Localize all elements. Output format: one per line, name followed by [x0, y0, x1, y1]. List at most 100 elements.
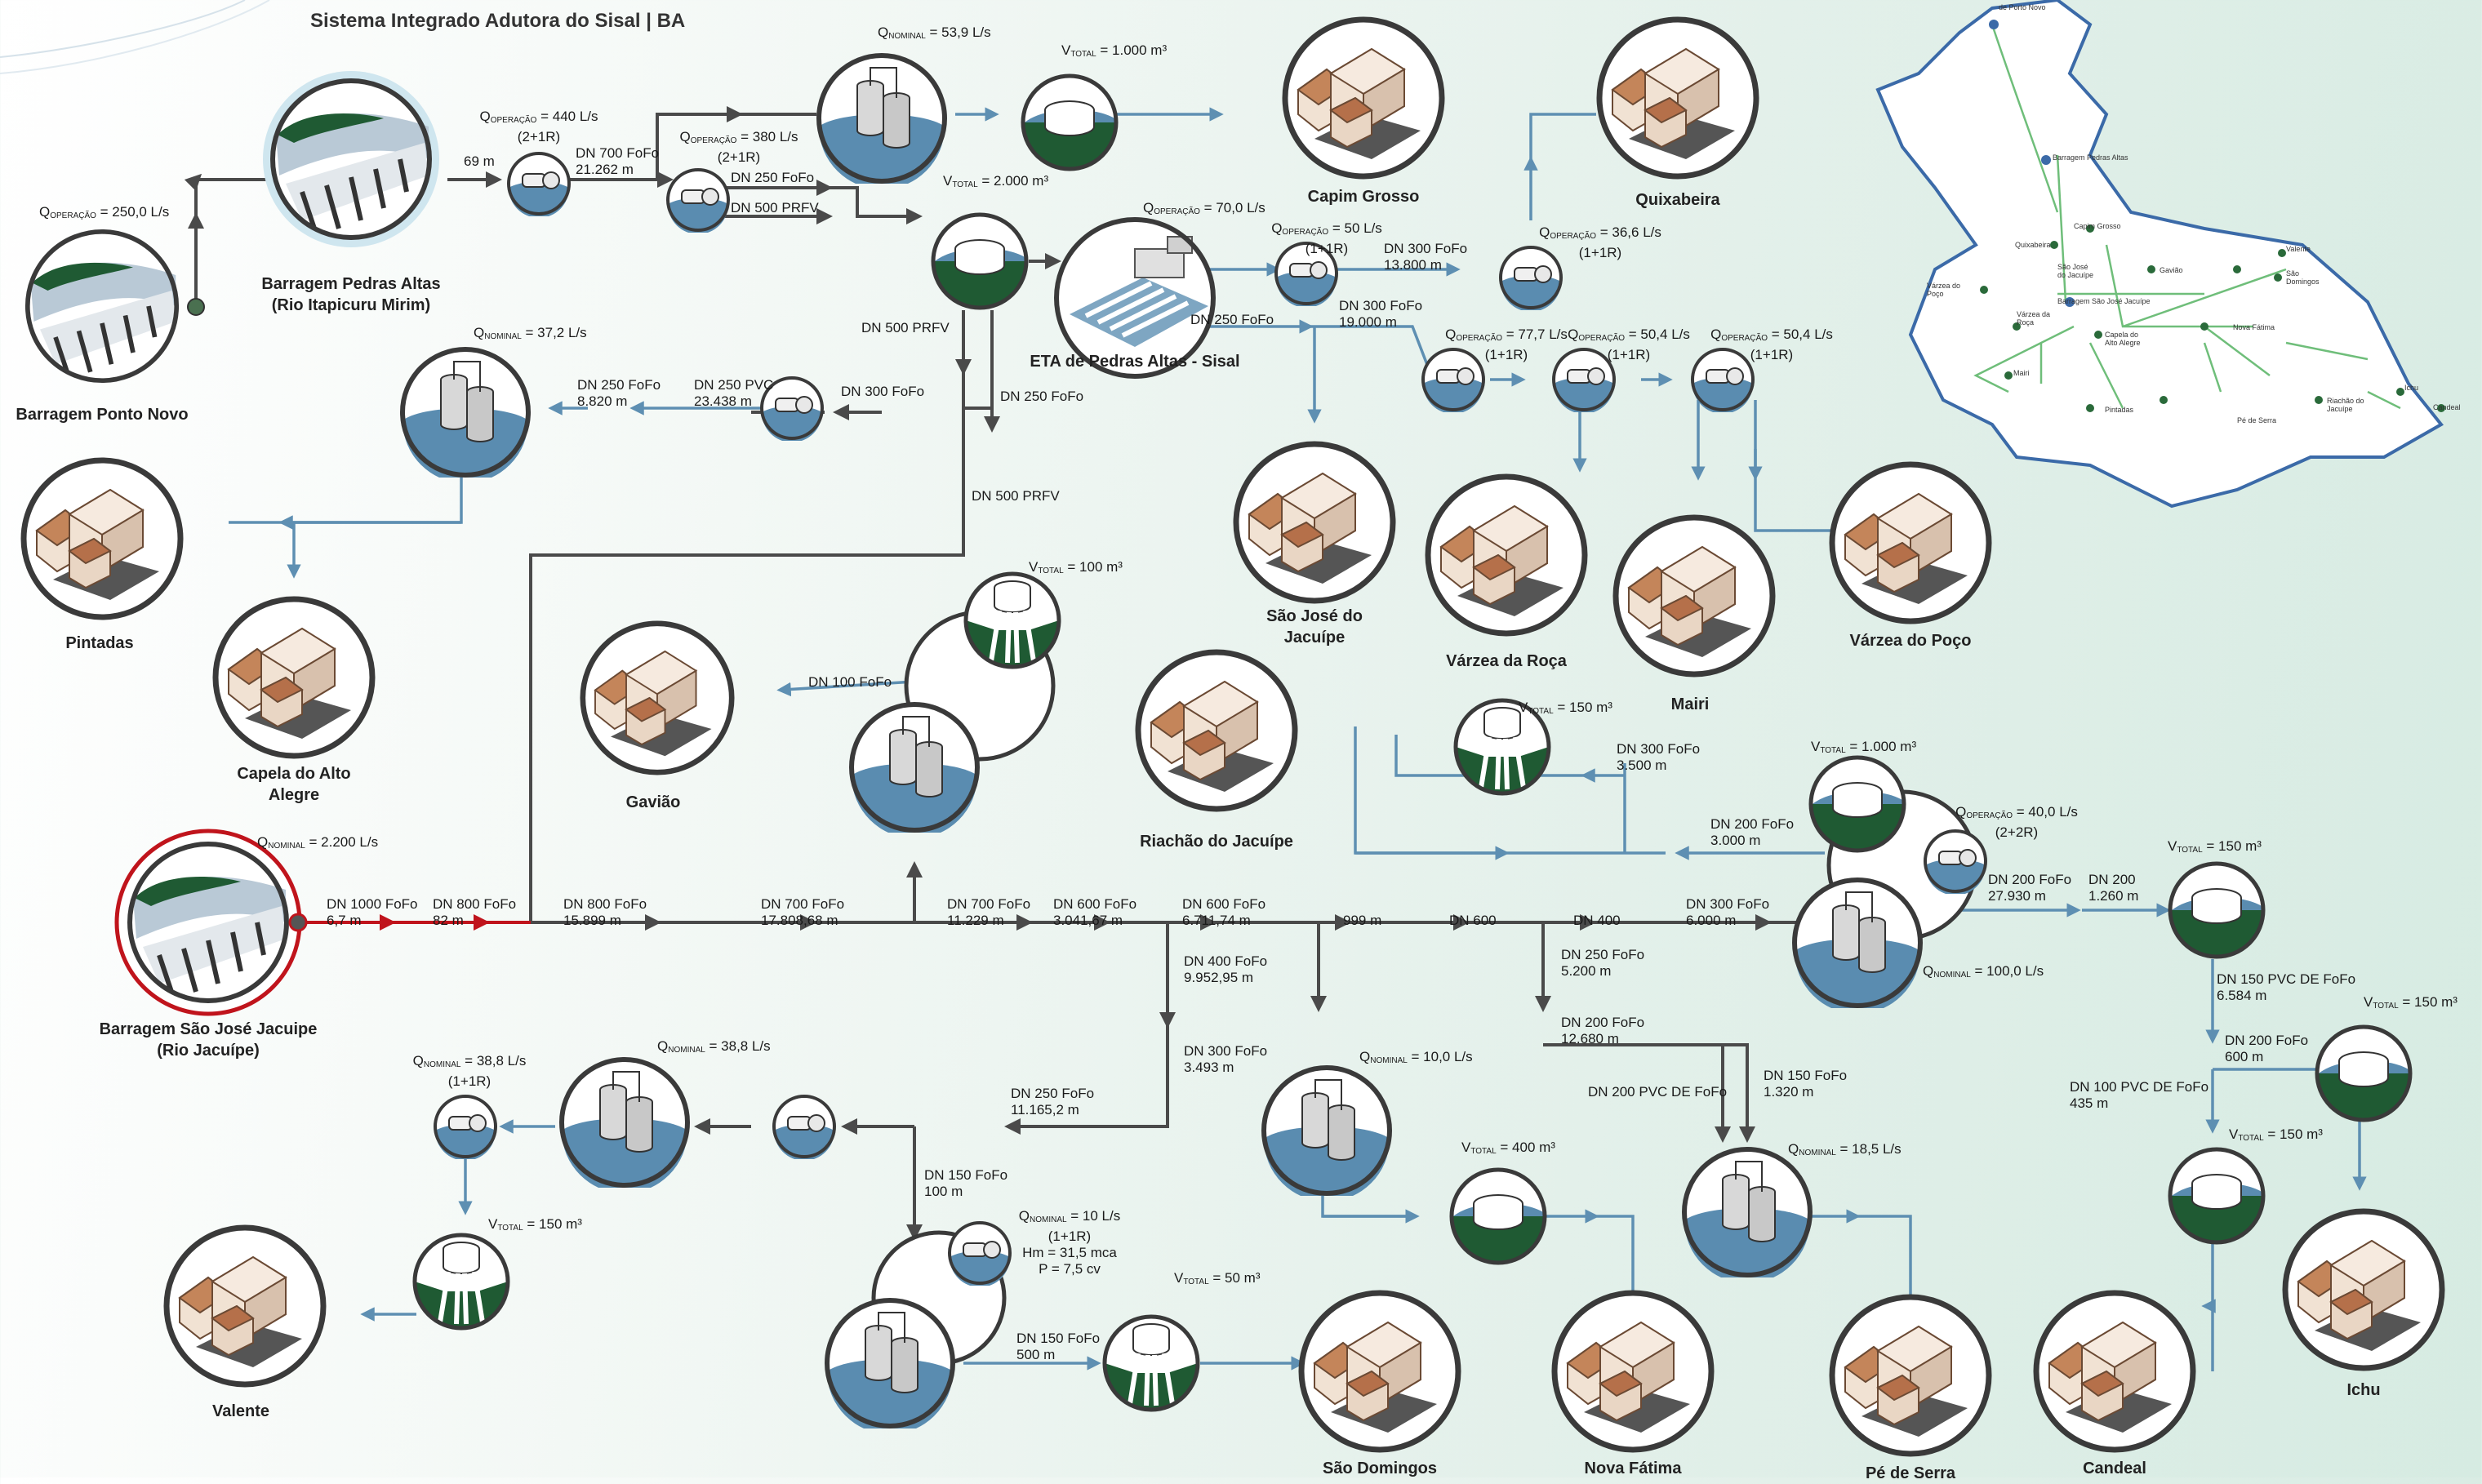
d-250a: DN 250 FoFo [731, 170, 815, 185]
map-label: Nova Fátima [2233, 323, 2275, 331]
v-50: VTOTAL = 50 m³ [1174, 1270, 1261, 1286]
reservoir-icon[interactable] [2170, 1149, 2263, 1242]
map-label: Gavião [2160, 266, 2183, 274]
d-300c: DN 300 FoFo [841, 384, 925, 399]
elevated-tank-icon[interactable] [415, 1235, 508, 1328]
gray-pipes [184, 106, 1825, 1241]
treatment-tanks-icon[interactable] [1264, 1068, 1390, 1202]
pump-station-icon[interactable] [507, 152, 571, 218]
decor-arc [0, 0, 270, 74]
map-label: São José do Jacuípe [2057, 263, 2094, 279]
treatment-tanks-icon[interactable] [1795, 880, 1920, 1014]
d-999: 999 m [1343, 913, 1382, 928]
d-500b: DN 500 PRFV [861, 320, 950, 335]
town-sao-jose-do-jacuipe[interactable] [1236, 444, 1393, 601]
q-10: QNOMINAL = 10,0 L/s [1359, 1049, 1473, 1065]
town-gaviao[interactable] [583, 624, 732, 772]
q-nominal-539: QNOMINAL = 53,9 L/s [878, 24, 991, 41]
reservoir-icon[interactable] [2170, 864, 2263, 957]
label-candeal: Candeal [2083, 1460, 2146, 1477]
q-366: QOPERAÇÃO = 36,6 L/s(1+1R) [1539, 224, 1661, 260]
town-capela[interactable] [216, 599, 372, 756]
q-504b: QOPERAÇÃO = 50,4 L/s(1+1R) [1710, 327, 1833, 362]
town-candeal[interactable] [2036, 1293, 2193, 1450]
d-500c: DN 500 PRFV [972, 488, 1060, 504]
decor-arc [0, 0, 246, 58]
reservoir-icon[interactable] [1452, 1170, 1545, 1263]
town-riachao[interactable] [1138, 652, 1295, 809]
town-varzea-do-poco[interactable] [1832, 464, 1989, 621]
v-100: VTOTAL = 100 m³ [1029, 559, 1123, 575]
treatment-tanks-icon[interactable] [827, 1300, 953, 1434]
d-600c: DN 600 [1449, 913, 1497, 928]
dam-ponto-novo[interactable] [28, 232, 205, 380]
map-label: Várzea da Roça [2017, 310, 2051, 327]
dam-sao-jose-jacuipe[interactable] [114, 829, 308, 1016]
d-250b: DN 250 FoFo [1190, 312, 1274, 327]
town-ichu[interactable] [2285, 1211, 2442, 1368]
town-nova-fatima[interactable] [1555, 1293, 1711, 1450]
v-150a: VTOTAL = 150 m³ [1519, 700, 1612, 716]
q-185: QNOMINAL = 18,5 L/s [1788, 1141, 1902, 1157]
reservoir-icon[interactable] [1811, 758, 1904, 851]
map-label: Pintadas [2105, 406, 2134, 414]
town-pe-de-serra[interactable] [1832, 1297, 1989, 1454]
town-varzea-da-roca[interactable] [1428, 477, 1585, 633]
pump-station-icon[interactable] [948, 1221, 1012, 1287]
reservoir-icon[interactable] [2317, 1027, 2410, 1120]
treatment-tanks-icon[interactable] [852, 704, 977, 838]
treatment-tanks-icon[interactable] [562, 1060, 687, 1193]
label-ichu: Ichu [2346, 1381, 2381, 1399]
town-pintadas[interactable] [24, 460, 180, 617]
pump-station-icon[interactable] [666, 168, 730, 234]
map-label: Pé de Serra [2237, 416, 2277, 424]
pump-station-icon[interactable] [434, 1095, 497, 1161]
pump-station-icon[interactable] [772, 1095, 836, 1161]
town-mairi[interactable] [1616, 518, 1773, 674]
map-label: Candeal [2433, 403, 2461, 411]
v-150d: VTOTAL = 150 m³ [2229, 1126, 2323, 1143]
elevated-tank-icon[interactable] [1105, 1317, 1198, 1410]
map-label: São Domingos [2286, 269, 2320, 286]
reservoir-icon[interactable] [1023, 76, 1116, 169]
town-quixabeira[interactable] [1599, 20, 1756, 176]
treatment-tanks-icon[interactable] [403, 349, 528, 483]
q-504a: QOPERAÇÃO = 50,4 L/s(1+1R) [1568, 327, 1690, 362]
v-150c: VTOTAL = 150 m³ [2364, 994, 2458, 1011]
elevated-tank-icon[interactable] [966, 574, 1059, 667]
v-1000b: VTOTAL = 1.000 m³ [1811, 739, 1917, 755]
inset-map[interactable] [1875, 0, 2445, 509]
map-label: Riachão do Jacuípe [2327, 397, 2364, 413]
q-2200: QNOMINAL = 2.200 L/s [257, 834, 379, 851]
treatment-tanks-icon[interactable] [819, 56, 945, 189]
label-valente: Valente [211, 1402, 270, 1420]
d-200pvc: DN 200 PVC DE FoFo [1588, 1084, 1728, 1100]
treatment-tanks-icon[interactable] [1684, 1149, 1810, 1283]
dam-pedras-altas[interactable] [263, 71, 439, 247]
town-sao-domingos[interactable] [1301, 1293, 1458, 1450]
q-100: QNOMINAL = 100,0 L/s [1923, 963, 2044, 980]
town-capim-grosso[interactable] [1285, 20, 1442, 176]
q-388b: QNOMINAL = 38,8 L/s [657, 1038, 771, 1055]
reservoir-icon[interactable] [933, 215, 1026, 308]
town-valente[interactable] [167, 1228, 323, 1384]
